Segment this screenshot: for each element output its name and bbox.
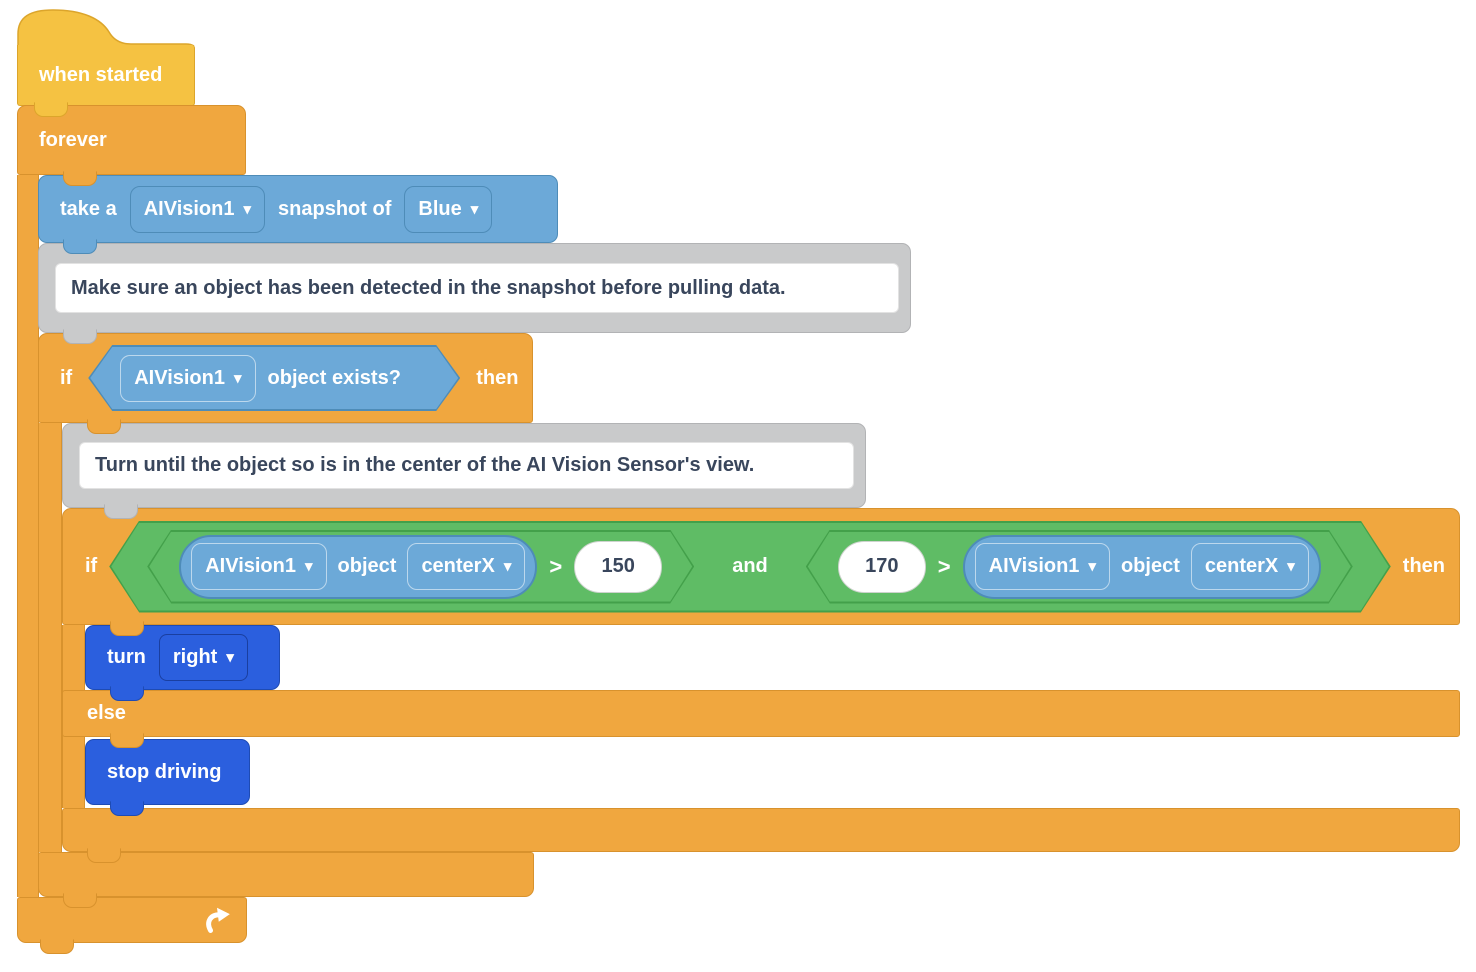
- comment-text-area[interactable]: Turn until the object so is in the cente…: [79, 442, 854, 489]
- comment-detect-text: Make sure an object has been detected in…: [71, 276, 786, 299]
- if-exists-footer: [38, 852, 534, 908]
- comment-turn-text: Turn until the object so is in the cente…: [95, 454, 755, 476]
- hat-dome: [17, 9, 195, 46]
- object-exists-label: object exists?: [267, 366, 401, 389]
- greater-than-operator: >: [549, 553, 563, 579]
- turn-label: turn: [107, 646, 146, 668]
- then-label: then: [1402, 555, 1445, 577]
- if-center-block-header[interactable]: if AIVision1 ▾ object center: [62, 508, 1460, 636]
- forever-wall: [17, 175, 39, 897]
- dropdown-caret-icon: ▾: [234, 369, 242, 387]
- stop-driving-block[interactable]: stop driving: [85, 739, 250, 816]
- vision-device-value: AIVision1: [205, 555, 296, 577]
- take-snapshot-block[interactable]: take a AIVision1 ▾ snapshot of Blue ▾: [38, 175, 558, 254]
- vision-device-value: AIVision1: [134, 366, 225, 389]
- vision-device-value: AIVision1: [143, 197, 235, 220]
- dropdown-caret-icon: ▾: [243, 200, 252, 218]
- vision-device-dropdown[interactable]: AIVision1 ▾: [974, 543, 1110, 590]
- greater-than-boolean-left[interactable]: AIVision1 ▾ object centerX ▾ > 150: [147, 530, 694, 604]
- and-label: and: [732, 555, 768, 577]
- object-label: object: [337, 555, 397, 577]
- stop-driving-label: stop driving: [107, 760, 222, 783]
- property-dropdown[interactable]: centerX ▾: [407, 543, 526, 590]
- if-label: if: [85, 555, 98, 577]
- dropdown-caret-icon: ▾: [226, 649, 234, 666]
- property-value: centerX: [421, 555, 495, 577]
- signature-dropdown[interactable]: Blue ▾: [404, 185, 493, 233]
- dropdown-caret-icon: ▾: [470, 200, 479, 218]
- take-snapshot-middle-label: snapshot of: [278, 197, 392, 220]
- number-input[interactable]: 150: [574, 540, 663, 593]
- object-exists-boolean[interactable]: AIVision1 ▾ object exists?: [88, 345, 460, 411]
- vision-device-dropdown[interactable]: AIVision1 ▾: [191, 543, 327, 590]
- and-boolean[interactable]: AIVision1 ▾ object centerX ▾ > 150: [109, 521, 1391, 613]
- property-value: centerX: [1204, 555, 1279, 577]
- object-label: object: [1120, 555, 1180, 577]
- turn-block[interactable]: turn right ▾: [85, 625, 280, 701]
- forever-label: forever: [39, 128, 107, 151]
- dropdown-caret-icon: ▾: [1287, 558, 1295, 575]
- then-label: then: [476, 366, 519, 389]
- number-value: 150: [601, 555, 635, 577]
- signature-value: Blue: [418, 197, 462, 220]
- loop-arrow-icon: [206, 907, 230, 933]
- take-snapshot-prefix-label: take a: [60, 197, 117, 220]
- when-started-label: when started: [39, 63, 163, 86]
- comment-block-detect[interactable]: Make sure an object has been detected in…: [38, 243, 911, 344]
- comment-block-turn[interactable]: Turn until the object so is in the cente…: [62, 423, 866, 519]
- else-label: else: [87, 702, 126, 724]
- dropdown-caret-icon: ▾: [503, 558, 512, 575]
- comment-text-area[interactable]: Make sure an object has been detected in…: [55, 263, 899, 313]
- greater-than-boolean-right[interactable]: 170 > AIVision1 ▾ object centerX ▾: [806, 530, 1353, 604]
- number-input[interactable]: 170: [837, 540, 926, 593]
- if-exists-wall: [38, 423, 62, 852]
- property-dropdown[interactable]: centerX ▾: [1190, 543, 1309, 590]
- else-bar: else: [62, 690, 1460, 748]
- vision-device-value: AIVision1: [988, 555, 1080, 577]
- number-value: 170: [865, 555, 899, 577]
- dropdown-caret-icon: ▾: [305, 558, 313, 575]
- if-exists-block-header[interactable]: if AIVision1 ▾ object exists? then: [38, 333, 533, 434]
- dropdown-caret-icon: ▾: [1088, 558, 1096, 575]
- object-centerx-reporter[interactable]: AIVision1 ▾ object centerX ▾: [179, 534, 538, 599]
- when-started-body: when started: [17, 45, 195, 117]
- direction-dropdown[interactable]: right ▾: [158, 634, 248, 681]
- vision-device-dropdown[interactable]: AIVision1 ▾: [120, 354, 256, 402]
- greater-than-operator: >: [937, 553, 951, 579]
- if-label: if: [60, 366, 73, 389]
- when-started-hat-block[interactable]: when started: [17, 8, 195, 117]
- direction-value: right: [172, 646, 218, 668]
- vision-device-dropdown[interactable]: AIVision1 ▾: [129, 185, 266, 233]
- if-center-footer: [62, 808, 1460, 863]
- forever-footer: [17, 897, 247, 954]
- object-centerx-reporter[interactable]: AIVision1 ▾ object centerX ▾: [962, 534, 1321, 599]
